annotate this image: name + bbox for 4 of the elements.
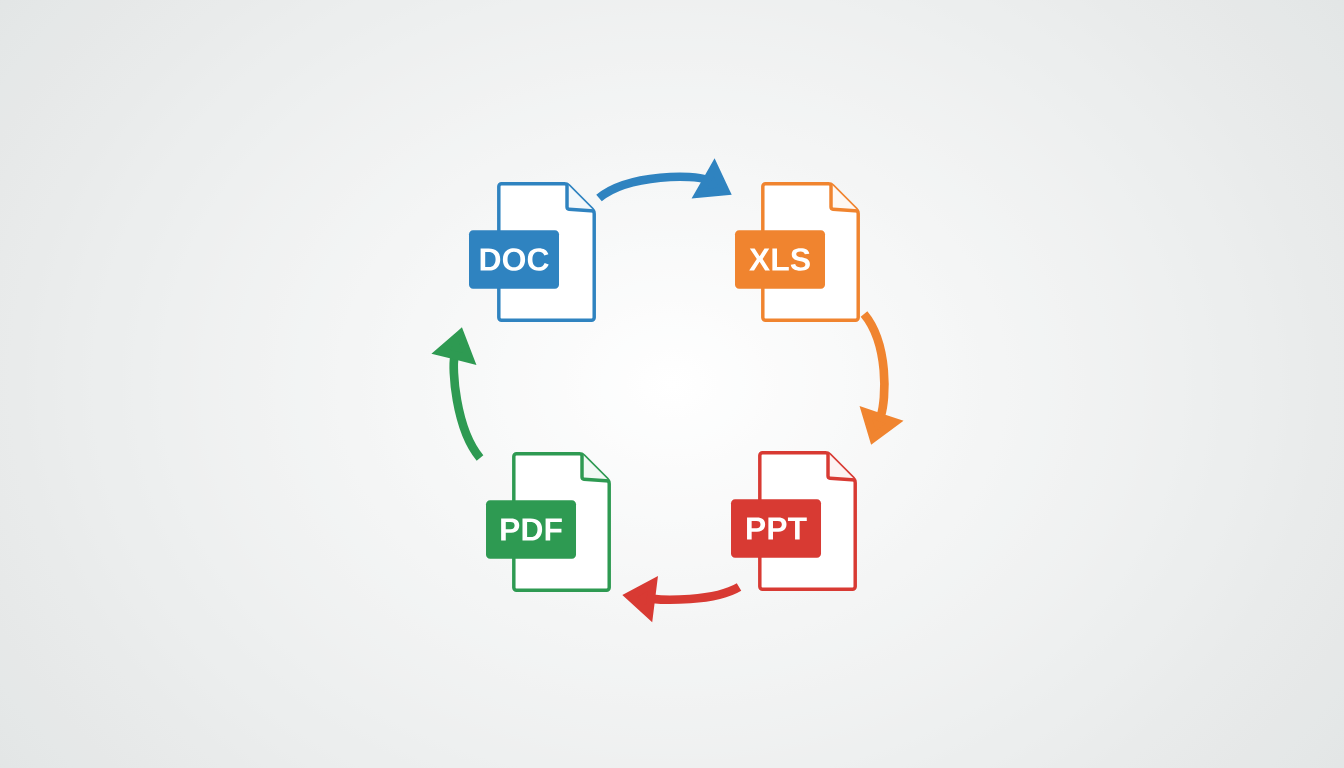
file-type-label: PDF (486, 500, 576, 559)
file-type-label: PPT (731, 499, 821, 558)
file-type-label: XLS (735, 230, 825, 289)
file-type-label: DOC (469, 230, 559, 289)
